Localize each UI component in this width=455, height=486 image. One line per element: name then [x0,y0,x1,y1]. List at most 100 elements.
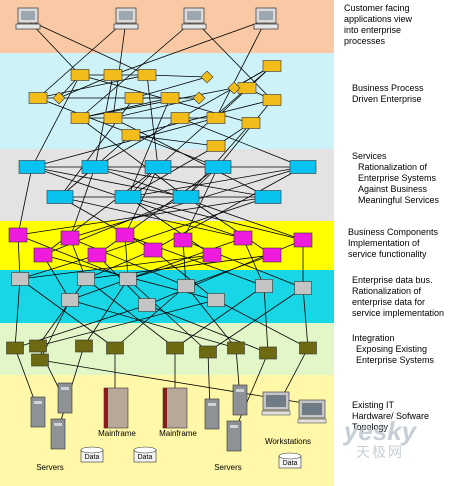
connector-line [146,74,159,168]
connector-line [127,97,171,198]
data-cylinder-top [133,446,157,454]
server-icon [226,420,242,452]
integration-node [75,339,93,353]
mainframe-icon-stripe [104,388,108,428]
workstation-icon-screen [266,395,286,407]
server-icon-slot [34,401,42,404]
watermark: yesky 天极网 [343,416,417,460]
data-label: Data [85,454,100,461]
terminal-keyboard [181,23,207,30]
connector-line [127,254,213,280]
connector-line [130,134,217,147]
integration-node [227,341,245,355]
connector-line [14,278,21,349]
connector-line [152,249,217,301]
connector-line [37,74,148,99]
connector-line [302,287,309,349]
process-node [262,60,282,72]
connector-line [112,97,200,119]
service-node [18,160,46,174]
data-bus-node [177,279,195,293]
connector-line [19,254,98,280]
servers-label: Servers [214,463,242,472]
connector-line [19,254,213,280]
connector-line [130,99,273,136]
process-node [70,112,90,124]
connector-line [127,278,209,353]
connector-line [185,285,237,349]
connector-line [185,254,273,287]
service-node [172,190,200,204]
workstations-label: Workstations [265,437,311,446]
process-node [28,92,48,104]
server-icon [30,396,46,428]
service-node [114,190,142,204]
connector-line [17,234,21,280]
process-node [121,129,141,141]
component-node [60,230,80,246]
connector-line [85,254,273,280]
data-bus-node [119,272,137,286]
terminal-screen [21,11,35,20]
workstation-icon-keyboard [261,410,291,416]
connector-line [179,117,304,168]
component-node [233,230,253,246]
process-node [170,112,190,124]
process-node [137,69,157,81]
connector-line [83,278,129,347]
connector-line [174,285,265,349]
connector-line [157,87,248,168]
server-icon [50,418,66,450]
connector-line [85,249,154,280]
connector-line [31,74,81,168]
process-node [237,82,257,94]
connector-line [215,19,267,119]
data-cylinder-top [278,452,302,460]
connector-line [37,299,217,347]
service-node [46,190,74,204]
data-bus-node [138,298,156,312]
connector-line [31,117,217,168]
process-node [241,117,261,129]
server-icon [204,398,220,430]
label-databus: Enterprise data bus.Rationalization of e… [352,275,445,318]
data-bus-node [77,272,95,286]
process-node [103,112,123,124]
connector-line [127,166,304,198]
component-node [8,227,28,243]
connector-line [217,99,273,168]
component-node [87,247,107,263]
connector-line [112,19,267,76]
service-node [204,160,232,174]
terminal-keyboard [113,23,139,30]
connector-line [69,237,187,287]
connector-line [127,196,304,241]
connector-line [17,166,33,236]
server-icon-slot [230,425,238,428]
server-icon-slot [236,389,244,392]
workstation-icon-screen [302,403,322,415]
connector-line [31,166,187,198]
connector-line [185,196,273,256]
data-bus-node [255,279,273,293]
connector-line [133,76,208,99]
connector-line [37,278,87,347]
process-node [262,94,282,106]
integration-node [259,346,277,360]
connector-line [79,117,187,198]
component-node [143,242,163,258]
connector-line [234,352,269,431]
connector-line [85,278,176,349]
process-node [160,92,180,104]
mainframe-label: Mainframe [98,429,136,438]
integration-node [299,341,317,355]
terminal-screen [259,11,273,20]
decision-node [200,70,214,84]
component-node [262,247,282,263]
component-node [33,247,53,263]
terminal-keyboard [15,23,41,30]
